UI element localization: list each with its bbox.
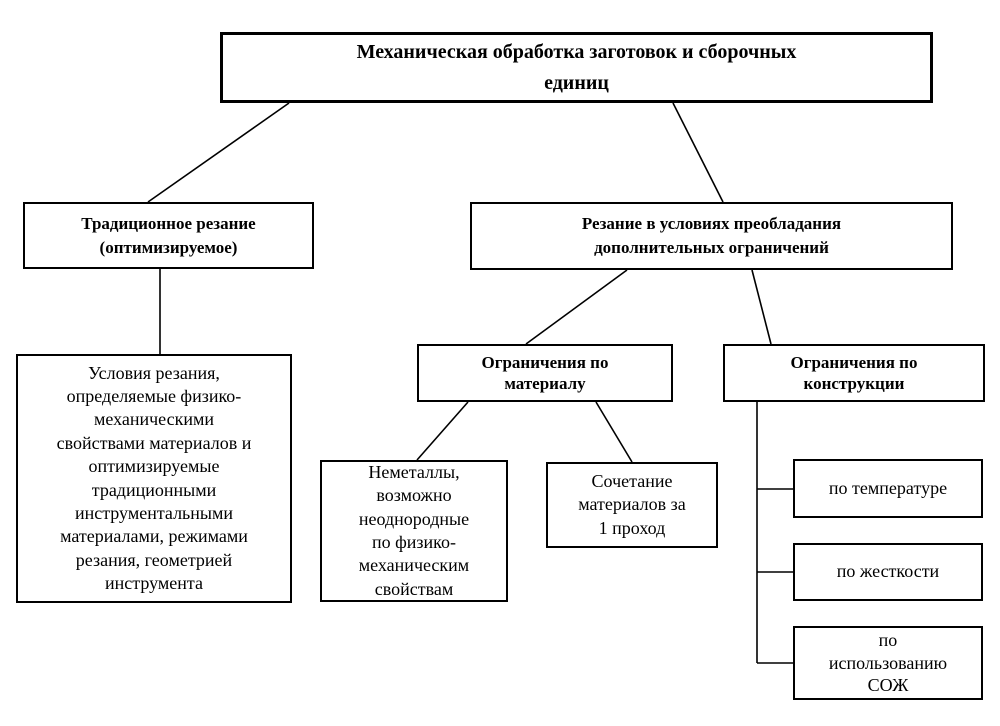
node-material-combination: Сочетание материалов за 1 проход [546, 462, 718, 548]
node-temperature-limit: по температуре [793, 459, 983, 518]
node-constrained-cutting: Резание в условиях преобладания дополнит… [470, 202, 953, 270]
node-rigidity-limit: по жесткости [793, 543, 983, 601]
node-traditional-cutting: Традиционное резание (оптимизируемое) [23, 202, 314, 269]
node-design-constraints: Ограничения по конструкции [723, 344, 985, 402]
node-nonmetals: Неметаллы, возможно неоднородные по физи… [320, 460, 508, 602]
node-title: Механическая обработка заготовок и сборо… [220, 32, 933, 103]
node-cutting-conditions: Условия резания, определяемые физико- ме… [16, 354, 292, 603]
node-coolant-usage-limit: по использованию СОЖ [793, 626, 983, 700]
node-material-constraints: Ограничения по материалу [417, 344, 673, 402]
